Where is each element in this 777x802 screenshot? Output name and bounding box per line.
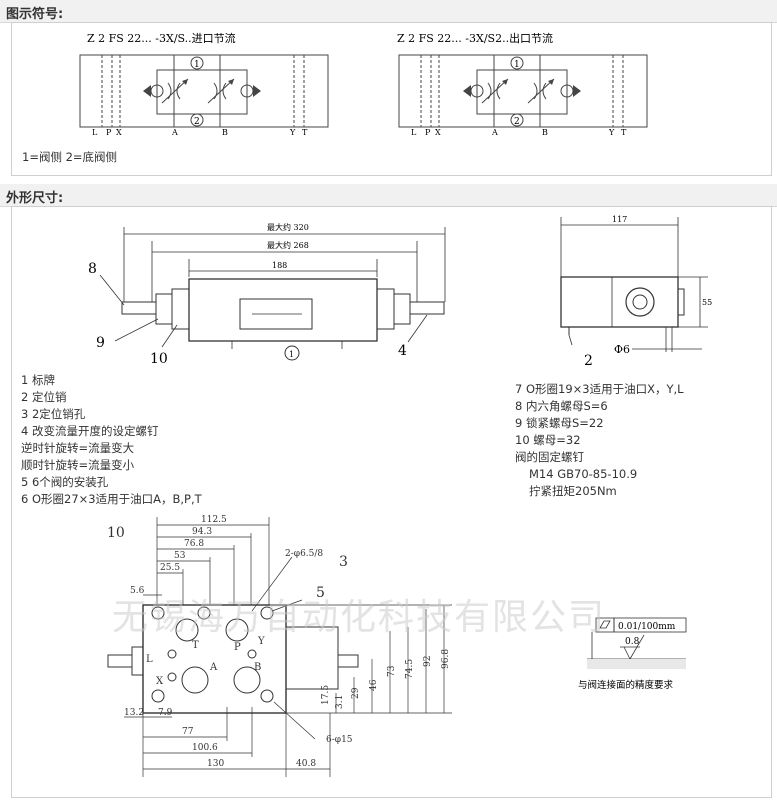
callout-10: 10 [150,351,168,367]
left-dim-7-9: 7.9 [158,708,173,718]
roughness-text: 0.8 [625,637,640,647]
legend-right-item: 8 内六角螺母S=6 [515,399,608,413]
legend-right-item: 阀的固定螺钉 [515,450,584,464]
surface-hatch [587,659,686,669]
symbol-left-port-a: A [171,128,178,137]
symbol-right-port-y: Y [608,128,615,137]
symbol-right-port-p: P [425,128,431,137]
right-dim-29: 29 [351,687,361,699]
section-title-symbols: 图示符号: [6,7,64,22]
port-p: P [234,642,241,653]
callout-2: 2 [584,353,593,369]
symbol-left-circle2: 2 [194,117,200,127]
legend-left-item: 逆时针旋转=流量变大 [21,441,135,455]
port-x: X [156,676,164,687]
left-dim-13-2: 13.2 [124,708,144,718]
right-dim-46: 46 [369,679,379,691]
right-dim-73: 73 [387,665,397,677]
bottom-dim-130: 130 [207,759,224,769]
symbol-right-port-a: A [491,128,498,137]
symbol-left-circle1: 1 [194,60,200,70]
symbols-panel: Z 2 FS 22... -3X/S..进口节流 1 2 [11,22,772,176]
symbol-left: Z 2 FS 22... -3X/S..进口节流 1 2 [79,31,329,137]
front-view [99,227,446,361]
top-dim-94-3: 94.3 [192,527,212,537]
plan-callout-10: 10 [107,525,125,541]
hole-label-top: 2-φ6.5/8 [285,549,323,559]
callout-4: 4 [398,343,407,359]
legend-left-item: 6 O形圈27×3适用于油口A，B,P,T [21,492,202,506]
port-t: T [192,640,199,651]
symbol-right-circle2: 2 [514,117,520,127]
section-header-symbols: 图示符号: [0,0,777,23]
symbol-left-port-t: T [302,128,308,137]
dim-max-268: 最大约 268 [267,240,309,250]
legend-left-item: 3 2定位销孔 [21,407,86,421]
legend-right-item: 9 锁紧螺母S=22 [515,416,604,430]
symbol-right-caption: Z 2 FS 22... -3X/S2..出口节流 [397,31,553,45]
symbol-note: 1=阀侧 2=底阀侧 [22,150,118,164]
right-dim-92: 92 [423,656,433,667]
symbol-left-port-y: Y [289,128,296,137]
symbol-left-port-p: P [106,128,112,137]
symbol-right-port-x: X [435,128,441,137]
top-dim-76-8: 76.8 [184,539,204,549]
right-dim-17-5: 17.5 [321,685,331,705]
dim-max-320: 最大约 320 [267,222,309,232]
right-dim-96-8: 96.8 [441,649,451,669]
symbol-right-port-l: L [411,128,417,137]
legend-left-item: 顺时针旋转=流量变小 [21,458,135,472]
symbol-left-port-l: L [92,128,98,137]
symbol-left-port-x: X [116,128,122,137]
symbol-left-caption: Z 2 FS 22... -3X/S..进口节流 [87,31,236,45]
symbols-svg: Z 2 FS 22... -3X/S..进口节流 1 2 [79,31,648,137]
hole-label-bottom: 6-φ15 [326,735,353,745]
right-dim-3-1: 3.1 [335,695,345,709]
right-dim-74-5: 74.5 [405,659,415,679]
callout-9: 9 [96,335,105,351]
dimensions-panel: 最大约 320 最大约 268 188 8 9 10 4 1 117 5 [11,206,772,798]
bottom-dim-100-6: 100.6 [192,743,218,753]
dim-55: 55 [702,298,712,307]
callout-1: 1 [289,350,294,359]
port-y: Y [257,636,265,647]
side-view [560,217,708,352]
symbol-right-port-t: T [621,128,627,137]
dim-188: 188 [272,261,287,270]
legend-right-item: 7 O形圈19×3适用于油口X，Y,L [515,382,684,396]
plan-view [107,517,452,777]
port-b: B [254,662,261,673]
dimensions-svg: 最大约 320 最大约 268 188 8 9 10 4 1 117 5 [88,215,712,777]
legend-left-item: 2 定位销 [21,390,67,404]
plan-callout-3: 3 [339,554,348,570]
symbol-right-port-b: B [542,128,548,137]
section-title-dimensions: 外形尺寸: [6,191,64,206]
legend-left-item: 5 6个阀的安装孔 [21,475,109,489]
legend-right-item: 10 螺母=32 [515,433,581,447]
surface-caption: 与阀连接面的精度要求 [578,679,674,691]
callout-8: 8 [88,261,97,277]
plan-labels: 10 3 5 2-φ6.5/8 6-φ15 112.5 94.3 76.8 53… [107,515,451,769]
top-dim-112-5: 112.5 [201,515,227,525]
port-a: A [209,662,218,673]
symbol-right: Z 2 FS 22... -3X/S2..出口节流 1 2 L [397,31,648,137]
bottom-dim-40-8: 40.8 [296,759,316,769]
tolerance-text: 0.01/100mm [618,622,676,632]
symbol-left-port-b: B [222,128,228,137]
port-l: L [146,654,153,665]
legend-left-item: 4 改变流量开度的设定螺钉 [21,424,159,438]
legend-right-item: M14 GB70-85-10.9 [529,467,638,481]
top-dim-25-5: 25.5 [160,563,180,573]
dim-phi6: Φ6 [614,343,630,356]
plan-callout-5: 5 [316,585,325,601]
top-dim-53: 53 [174,551,186,561]
bottom-dim-77: 77 [182,727,194,737]
top-dim-5-6: 5.6 [130,586,145,596]
dim-117: 117 [612,215,627,224]
legend-right-item: 拧紧扭矩205Nm [529,484,617,498]
symbol-right-circle1: 1 [514,60,520,70]
section-header-dimensions: 外形尺寸: [0,184,777,207]
legend-left-item: 1 标牌 [21,373,55,387]
watermark: 无锡海万自动化科技有限公司 [112,597,607,638]
